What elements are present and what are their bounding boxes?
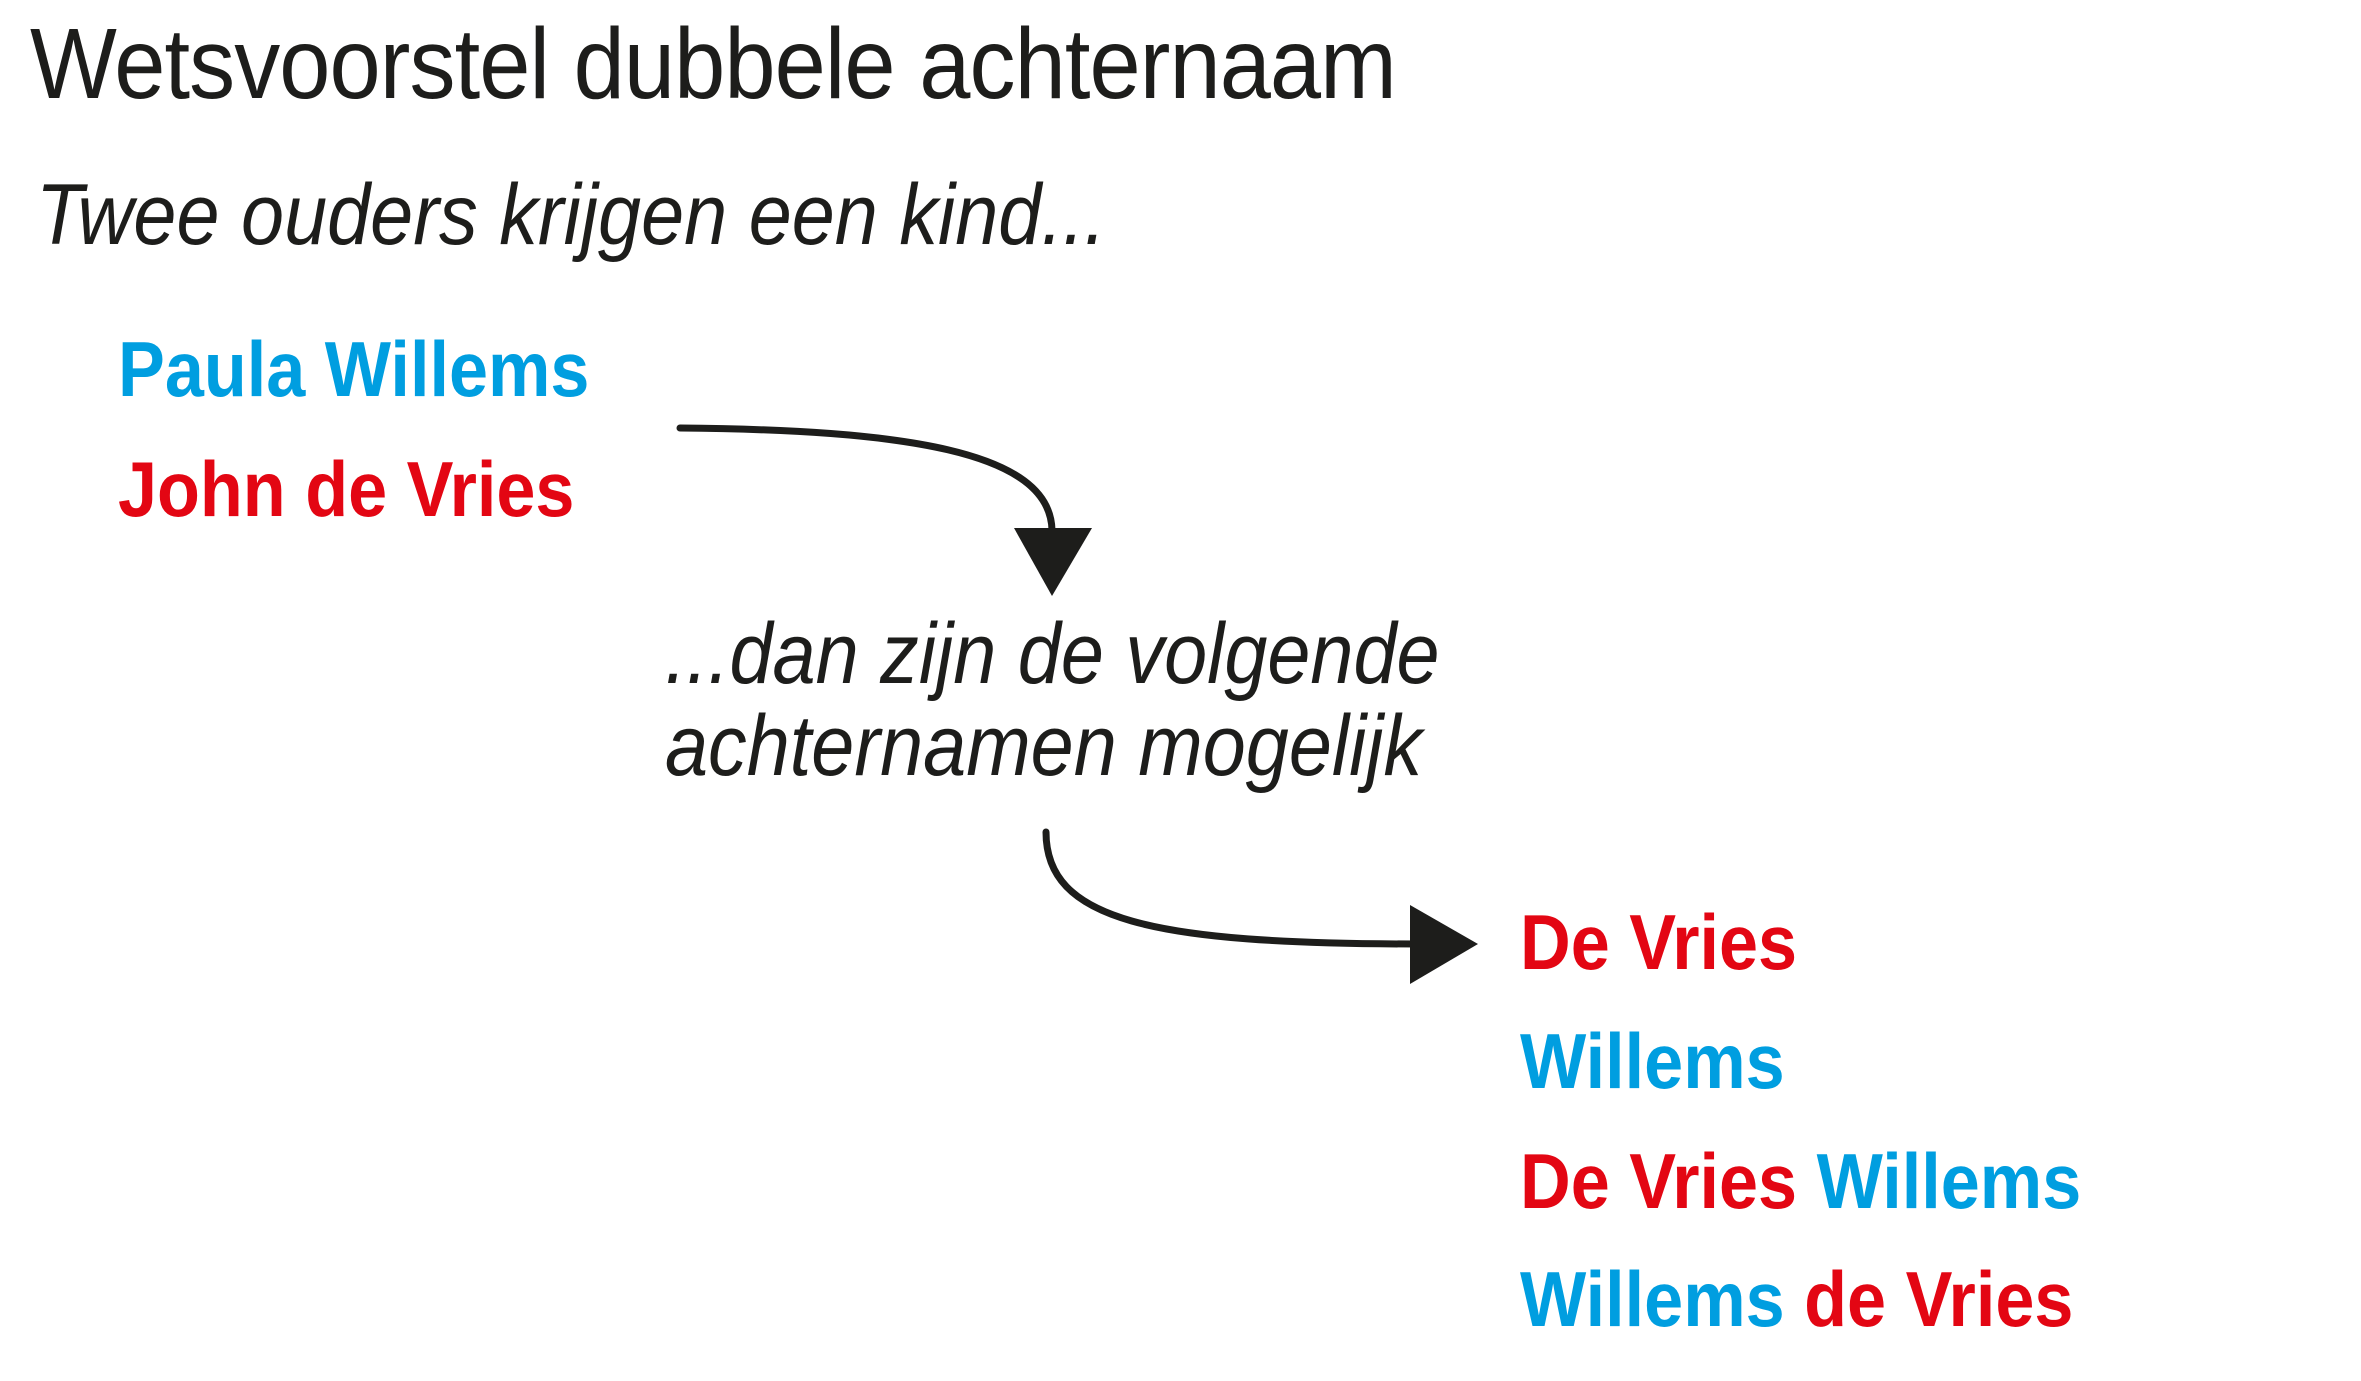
option-part: De Vries: [1520, 1137, 1798, 1225]
subtitle: Twee ouders krijgen een kind...: [36, 167, 1106, 263]
option-part: Willems: [1797, 1137, 2082, 1225]
option-de-vries-willems: De Vries Willems: [1520, 1136, 2081, 1226]
option-part: de Vries: [1784, 1255, 2074, 1343]
parent-mother: Paula Willems: [118, 325, 590, 413]
parent-father: John de Vries: [118, 445, 575, 533]
option-de-vries: De Vries: [1520, 897, 1797, 987]
curved-arrow-down-icon: [676, 424, 1092, 596]
option-part: Willems: [1520, 1255, 1785, 1343]
middle-text-line-1: ...dan zijn de volgende: [665, 606, 1440, 702]
curved-arrow-right-icon: [1042, 828, 1478, 984]
option-willems-de-vries: Willems de Vries: [1520, 1254, 2073, 1344]
option-willems: Willems: [1520, 1016, 1785, 1106]
page-title: Wetsvoorstel dubbele achternaam: [30, 8, 1397, 120]
option-part: Willems: [1520, 1017, 1785, 1105]
middle-text-line-2: achternamen mogelijk: [665, 698, 1423, 794]
option-part: De Vries: [1520, 898, 1798, 986]
